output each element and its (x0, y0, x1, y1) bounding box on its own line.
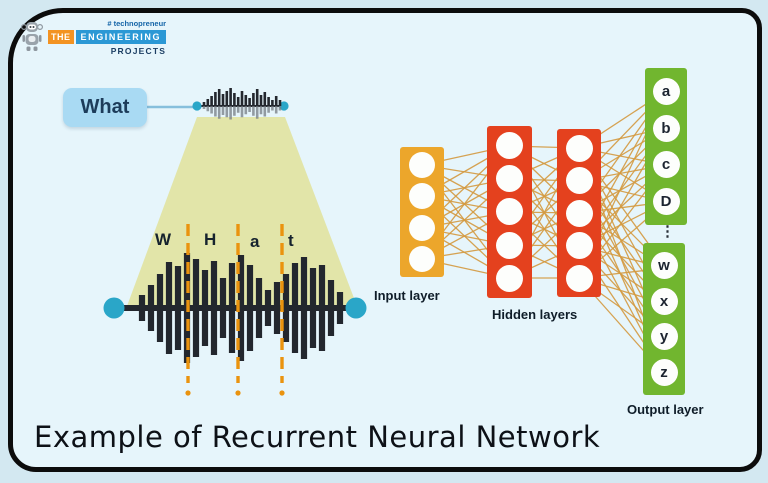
output-layer-label: Output layer (627, 402, 704, 417)
hidden-neuron (565, 264, 593, 292)
output-layer-top-box: a b c D (645, 68, 687, 225)
hidden-neuron (496, 165, 523, 193)
input-neuron (409, 214, 435, 241)
network-connections (421, 90, 667, 377)
caption-title: Example of Recurrent Neural Network (34, 420, 601, 454)
content-card (8, 8, 762, 472)
input-neuron (409, 152, 435, 179)
logo-projects-text: PROJECTS (110, 46, 167, 56)
logo-tagline: # technopreneur (107, 19, 167, 28)
hidden-neuron (496, 231, 523, 259)
small-audio-waveform (192, 88, 289, 120)
hidden-neuron (496, 264, 523, 292)
input-layer-box (400, 147, 444, 277)
output-neuron-a: a (652, 77, 680, 105)
hidden-layer-1-box (487, 126, 532, 298)
hidden-neuron (565, 232, 593, 259)
output-neuron-z: z (650, 359, 678, 387)
brand-logo: # technopreneur THE ENGINEERING PROJECTS (20, 19, 167, 56)
input-layer-label: Input layer (374, 288, 440, 303)
speech-bubble-what: What (63, 88, 147, 127)
waveform-letter-t: t (288, 231, 294, 250)
input-neuron (409, 183, 435, 210)
hidden-neuron (565, 167, 593, 194)
output-neuron-y: y (650, 323, 678, 351)
speech-bubble-label: What (80, 96, 130, 118)
large-audio-waveform (103, 253, 367, 363)
hidden-layer-2-box (557, 129, 601, 297)
logo-the-badge: THE (48, 30, 74, 44)
hidden-neuron (565, 199, 593, 227)
waveform-letter-h: H (204, 230, 217, 249)
hidden-neuron (496, 198, 523, 226)
output-neuron-b: b (652, 114, 680, 142)
hidden-neuron (565, 134, 593, 162)
output-neuron-x: x (650, 287, 678, 315)
logo-engineering-badge: ENGINEERING (75, 30, 167, 44)
input-neuron (409, 245, 435, 272)
output-ellipsis: ⋮ (660, 223, 675, 240)
waveform-letter-a: a (250, 232, 260, 251)
robot-icon (20, 22, 44, 51)
hidden-neuron (496, 132, 523, 160)
output-neuron-d: D (652, 188, 680, 216)
segment-dash-markers (185, 224, 285, 396)
output-neuron-c: c (652, 151, 680, 179)
output-layer-bottom-box: w x y z (643, 243, 685, 395)
output-neuron-w: w (650, 251, 678, 279)
waveform-letter-w: W (155, 230, 172, 249)
hidden-layers-label: Hidden layers (492, 307, 578, 322)
